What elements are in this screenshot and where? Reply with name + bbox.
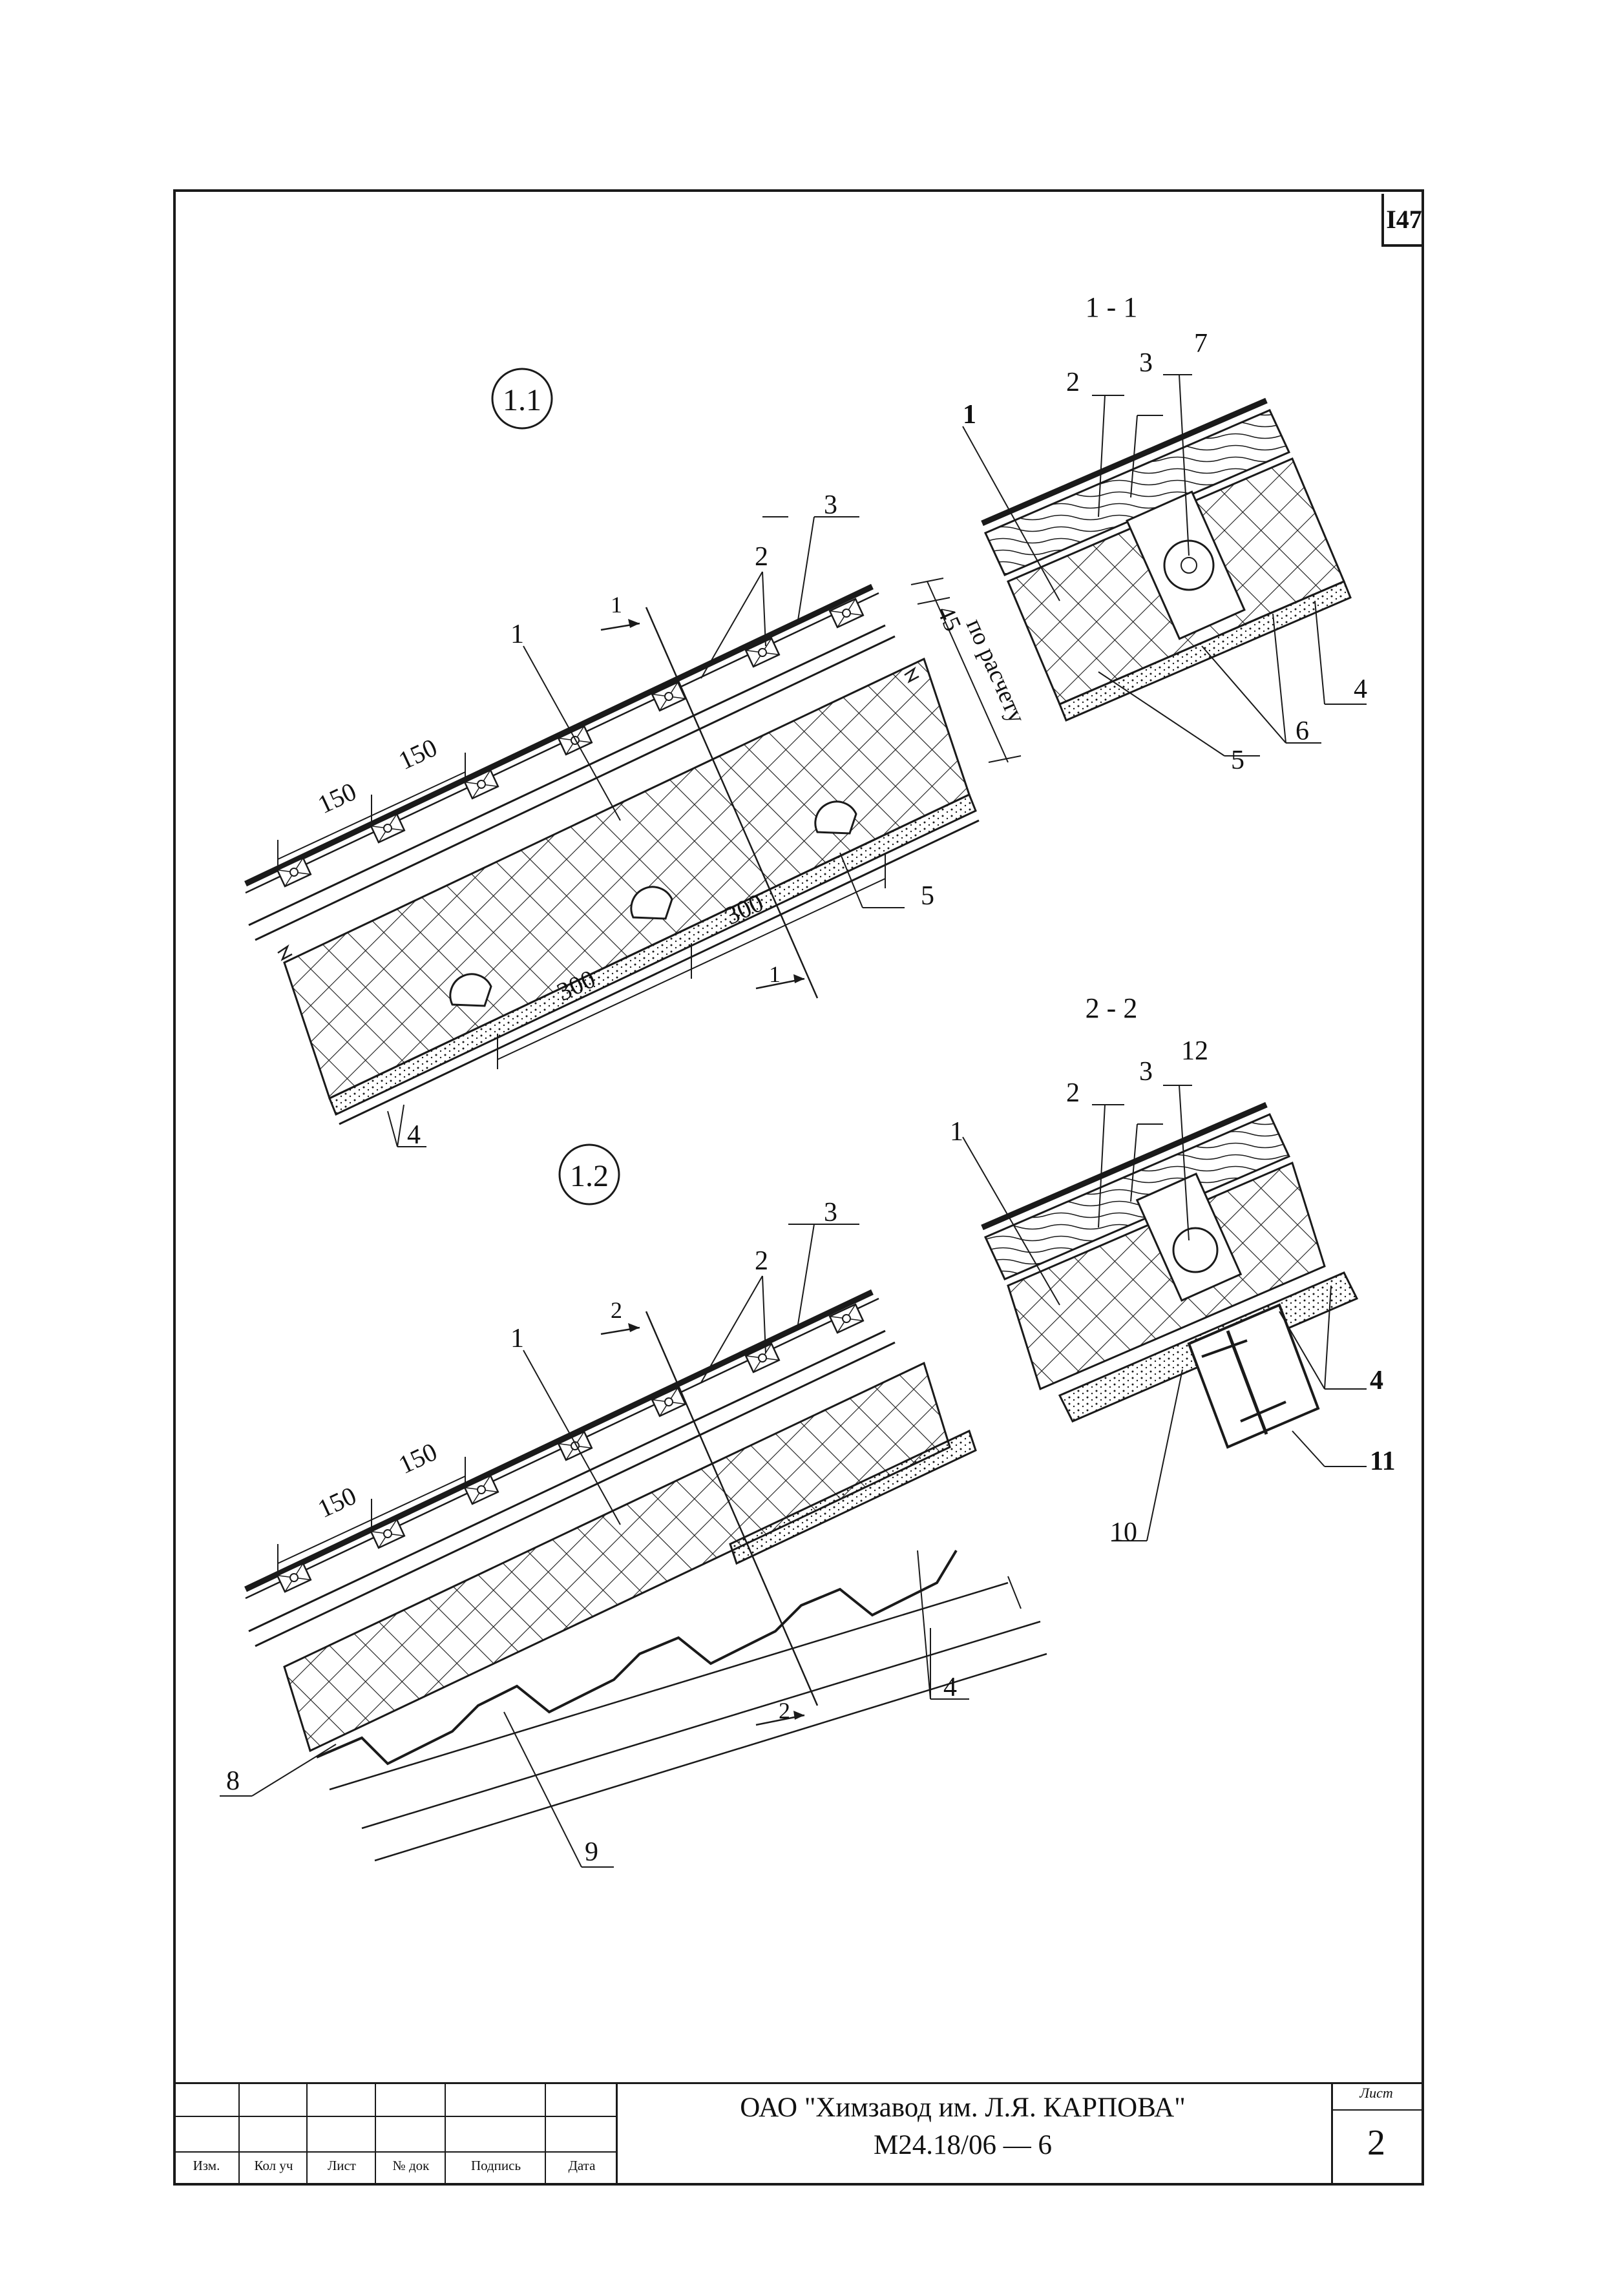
callout-4-d11: 4	[407, 1120, 421, 1150]
callout-3-d12: 3	[824, 1198, 837, 1227]
dim-45: 45	[932, 602, 967, 636]
detail-1-2-assembly	[220, 1224, 1047, 1868]
detail-1-1-circle	[491, 368, 553, 430]
detail-1-2-label: 1.2	[570, 1159, 609, 1193]
col-sheet: Лист	[328, 2158, 356, 2173]
title-block-top-border	[173, 2082, 1424, 2084]
col-doc-no: № док	[392, 2158, 430, 2173]
sheet-cell	[1331, 2082, 1424, 2186]
col-change: Изм.	[193, 2158, 220, 2173]
sheet-label: Лист	[1359, 2085, 1393, 2101]
cut-mark-2-top: 2	[611, 1297, 622, 1323]
detail-1-2-circle	[558, 1143, 620, 1205]
callout-12-s22: 12	[1181, 1036, 1208, 1066]
callout-10-s22: 10	[1110, 1518, 1137, 1547]
callout-2-d12: 2	[755, 1246, 768, 1276]
callout-2-d11: 2	[755, 542, 768, 572]
callout-1-s11: 1	[963, 400, 976, 430]
callout-6-s11: 6	[1296, 716, 1309, 746]
callout-4-s11: 4	[1354, 674, 1367, 704]
revision-grid	[173, 2082, 618, 2186]
section-2-2-title: 2 - 2	[1086, 992, 1138, 1024]
dim-by-calculation: по расчету	[961, 615, 1031, 727]
callout-9-d12: 9	[585, 1837, 598, 1867]
dim-150-d: 150	[394, 1437, 441, 1479]
col-qty: Кол уч	[254, 2158, 293, 2173]
dim-150-c: 150	[313, 1481, 361, 1523]
callout-5-d11: 5	[921, 881, 934, 911]
dim-150-b: 150	[394, 733, 441, 775]
cut-mark-1-bottom: 1	[769, 961, 781, 987]
title-block-rule-2	[173, 2151, 618, 2153]
callout-4-s22: 4	[1370, 1366, 1383, 1395]
title-block-rule-1	[173, 2116, 618, 2117]
col-date: Дата	[568, 2158, 596, 2173]
col-signature: Подпись	[470, 2158, 521, 2173]
callout-5-s11: 5	[1231, 746, 1244, 775]
callout-4-d12: 4	[943, 1673, 957, 1702]
document-code: М24.18/06 — 6	[874, 2130, 1052, 2160]
cut-mark-2-bottom: 2	[779, 1698, 790, 1724]
callout-1-d11: 1	[510, 620, 524, 649]
callout-2-s11: 2	[1066, 368, 1080, 397]
section-2-2-assembly	[962, 1085, 1367, 1541]
section-1-1-assembly	[962, 374, 1367, 757]
detail-1-1-assembly	[244, 516, 1022, 1147]
callout-8-d12: 8	[226, 1766, 240, 1796]
cut-mark-1-top: 1	[611, 592, 622, 618]
section-1-1-title: 1 - 1	[1086, 291, 1138, 323]
sheet-cell-rule	[1331, 2109, 1424, 2111]
callout-3-d11: 3	[824, 490, 837, 520]
drawing-frame	[173, 189, 1424, 2186]
callout-1-d12: 1	[510, 1324, 524, 1353]
detail-1-1-label: 1.1	[503, 383, 541, 417]
callout-1-s22: 1	[950, 1117, 963, 1147]
callout-7-s11: 7	[1194, 329, 1208, 359]
sheet-number: 2	[1367, 2123, 1385, 2163]
callout-3-s11: 3	[1139, 348, 1153, 378]
dim-150-a: 150	[313, 777, 361, 819]
organization-name: ОАО "Химзавод им. Л.Я. КАРПОВА"	[740, 2092, 1186, 2123]
corner-sheet-number: I47	[1381, 194, 1424, 247]
callout-3-s22: 3	[1139, 1057, 1153, 1087]
callout-11-s22: 11	[1370, 1446, 1396, 1476]
callout-2-s22: 2	[1066, 1078, 1080, 1108]
